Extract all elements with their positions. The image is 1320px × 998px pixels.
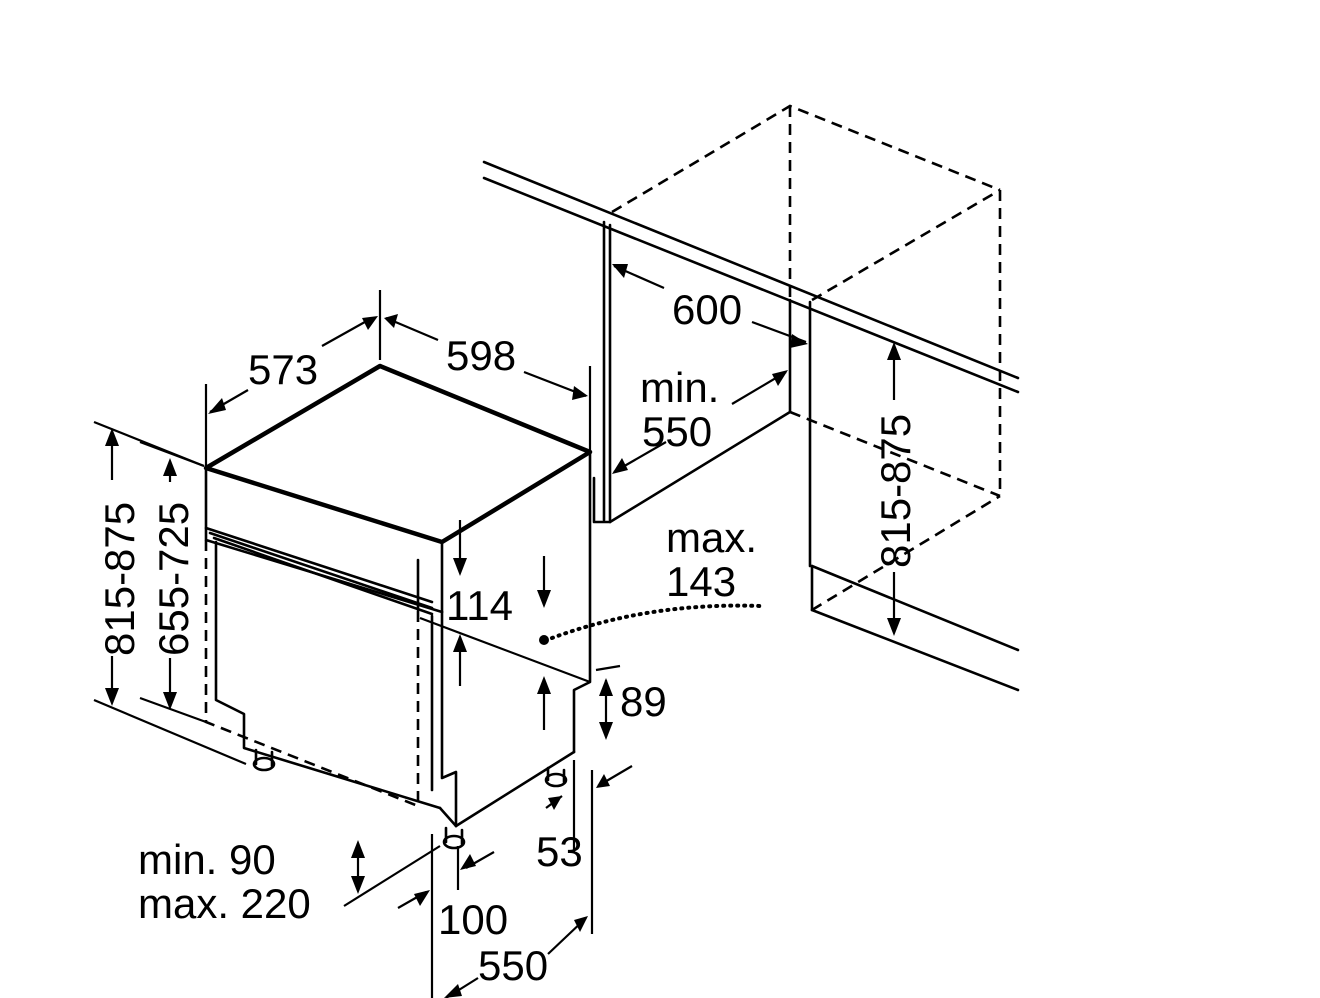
label-550-bottom: 550: [478, 942, 548, 989]
worktop-niche: [482, 160, 1020, 692]
label-550-niche: 550: [642, 408, 712, 455]
label-655-725: 655-725: [150, 502, 197, 656]
label-min: min.: [640, 364, 719, 411]
max-143-point: [539, 635, 549, 645]
integrated-door-dashed: [204, 540, 420, 808]
label-max: max.: [666, 514, 757, 561]
label-53: 53: [536, 828, 583, 875]
label-89: 89: [620, 678, 667, 725]
label-100: 100: [438, 896, 508, 943]
dimension-arrows: [105, 264, 901, 998]
max-143-leader: [550, 603, 762, 640]
label-573: 573: [248, 346, 318, 393]
label-max-220: max. 220: [138, 880, 311, 927]
dishwasher-body: [203, 363, 593, 850]
label-114: 114: [446, 582, 513, 629]
label-min-90: min. 90: [138, 836, 276, 883]
dimension-labels: 573 598 600 min. 550 815-875 655-725 815…: [96, 286, 919, 989]
label-815-875-left: 815-875: [96, 502, 143, 656]
label-600: 600: [672, 286, 742, 333]
label-598: 598: [446, 332, 516, 379]
label-815-875-right: 815-875: [872, 414, 919, 568]
label-143: 143: [666, 558, 736, 605]
niche-dashed-outline: [611, 104, 1002, 612]
